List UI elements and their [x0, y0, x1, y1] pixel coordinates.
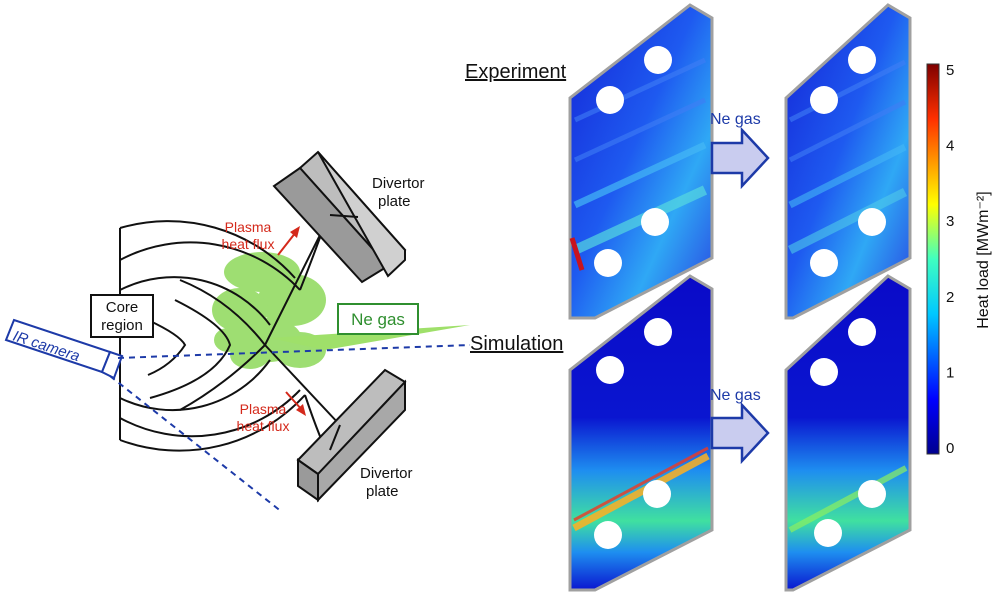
colorbar-ticks: 5 4 3 2 1 0 — [946, 62, 954, 457]
plasma-label-bottom-1: Plasma — [240, 401, 287, 417]
colorbar-tick-label: 0 — [946, 440, 954, 457]
divertor-label-bottom-1: Divertor — [360, 465, 413, 482]
colorbar-tick-label: 3 — [946, 213, 954, 230]
divertor-label-top-2: plate — [378, 193, 411, 210]
heat-flux-arrow-top — [277, 231, 297, 256]
experiment-heading: Experiment — [465, 61, 567, 83]
plasma-label-top-1: Plasma — [225, 219, 272, 235]
colorbar-tick-label: 1 — [946, 364, 954, 381]
colorbar-title: Heat load [MWm⁻²] — [975, 191, 992, 328]
heatmap-experiment-after — [784, 3, 912, 320]
ne-gas-arrow-top: Ne gas — [710, 111, 770, 190]
divertor-schematic: IR camera Core region Ne gas Plasma heat… — [4, 150, 471, 513]
colorbar: 5 4 3 2 1 0 Heat load [MWm⁻²] — [926, 62, 992, 457]
heat-flux-arrowhead-bottom — [296, 404, 306, 416]
core-region-label-2: region — [101, 317, 143, 334]
divertor-plate-top — [272, 150, 407, 284]
colorbar-tick-label: 4 — [946, 138, 954, 155]
ne-gas-arrow-bottom: Ne gas — [710, 387, 770, 465]
ne-gas-jet — [270, 325, 470, 350]
heat-flux-arrow-bottom — [285, 391, 303, 411]
ne-gas-arrow-bottom-label: Ne gas — [710, 387, 761, 404]
camera-sightline-1 — [117, 344, 471, 359]
divertor-label-top-1: Divertor — [372, 175, 425, 192]
divertor-plate-bottom — [296, 368, 407, 503]
heat-flux-arrowhead-top — [290, 226, 300, 238]
core-region-box — [90, 294, 154, 338]
heatmap-simulation-before — [568, 274, 714, 592]
colorbar-tick-label: 5 — [946, 62, 954, 79]
core-region-label-1: Core — [106, 299, 139, 316]
ne-gas-box-label: Ne gas — [351, 310, 405, 329]
colorbar-tick-label: 2 — [946, 289, 954, 306]
heatmap-simulation-after — [784, 274, 912, 592]
plasma-label-bottom-2: heat flux — [237, 418, 290, 434]
heatmap-experiment-before — [568, 3, 714, 320]
ne-gas-box — [337, 303, 419, 335]
plasma-label-top-2: heat flux — [222, 236, 275, 252]
simulation-heading: Simulation — [470, 333, 563, 355]
ne-gas-arrow-top-label: Ne gas — [710, 111, 761, 128]
colorbar-gradient — [926, 63, 940, 455]
divertor-label-bottom-2: plate — [366, 483, 399, 500]
camera-sightline-2 — [109, 375, 283, 513]
